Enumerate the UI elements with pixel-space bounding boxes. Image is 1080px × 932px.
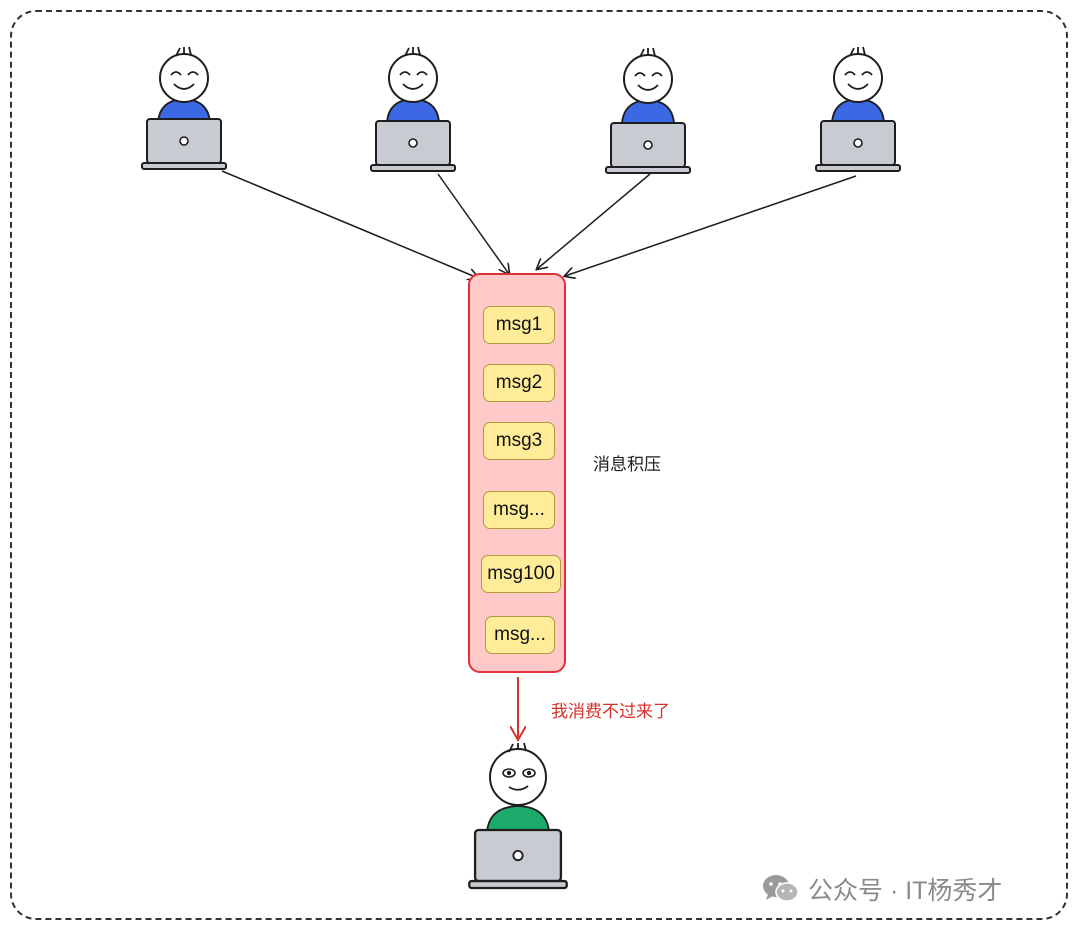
producer-2-hair (404, 46, 421, 57)
producer-3-arrow (537, 173, 651, 269)
producer-4 (815, 46, 901, 172)
queue-message: msg3 (483, 422, 555, 460)
producer-2-head (388, 53, 438, 103)
producer-4-laptop (815, 120, 901, 172)
queue-message: msg1 (483, 306, 555, 344)
producer-3-hair (639, 47, 656, 58)
producer-4-mouth (847, 83, 869, 90)
producer-4-eyes (844, 71, 873, 76)
backlog-label: 消息积压 (593, 455, 661, 474)
producer-1-eyes (170, 71, 199, 76)
producer-1-laptop (141, 118, 227, 170)
producer-1-head (159, 53, 209, 103)
producer-1-mouth (173, 83, 195, 90)
consumer-head (489, 748, 547, 806)
producer-3-eyes (634, 72, 663, 77)
queue-message: msg... (483, 491, 555, 529)
producer-1 (141, 46, 227, 170)
watermark-text: 公众号 · IT杨秀才 (808, 877, 1003, 905)
producer-3-laptop (605, 122, 691, 174)
wechat-icon (763, 875, 799, 902)
consumer (468, 742, 568, 890)
producer-2 (370, 46, 456, 172)
consumer-mouth (508, 785, 529, 791)
consumer-body (486, 805, 550, 833)
producer-3 (605, 47, 691, 174)
producer-4-hair (849, 46, 866, 57)
producer-3-mouth (637, 84, 659, 91)
consumer-hair (508, 742, 527, 753)
producer-2-mouth (402, 83, 424, 90)
diagram-frame (10, 10, 1068, 920)
producer-2-laptop (370, 120, 456, 172)
watermark: 公众号 · IT杨秀才 (762, 871, 1002, 907)
queue-message: msg... (485, 616, 555, 654)
consumer-status-label: 我消费不过来了 (551, 702, 670, 721)
producer-1-hair (175, 46, 192, 57)
queue-message: msg100 (481, 555, 561, 593)
producer-4-head (833, 53, 883, 103)
producer-4-arrow (565, 175, 857, 276)
queue-message: msg2 (483, 364, 555, 402)
consumer-laptop (468, 828, 568, 890)
producer-1-arrow (221, 170, 478, 278)
producer-2-arrow (437, 173, 509, 274)
producer-2-eyes (399, 71, 428, 76)
consumer-eyes (502, 768, 536, 778)
producer-3-head (623, 54, 673, 104)
